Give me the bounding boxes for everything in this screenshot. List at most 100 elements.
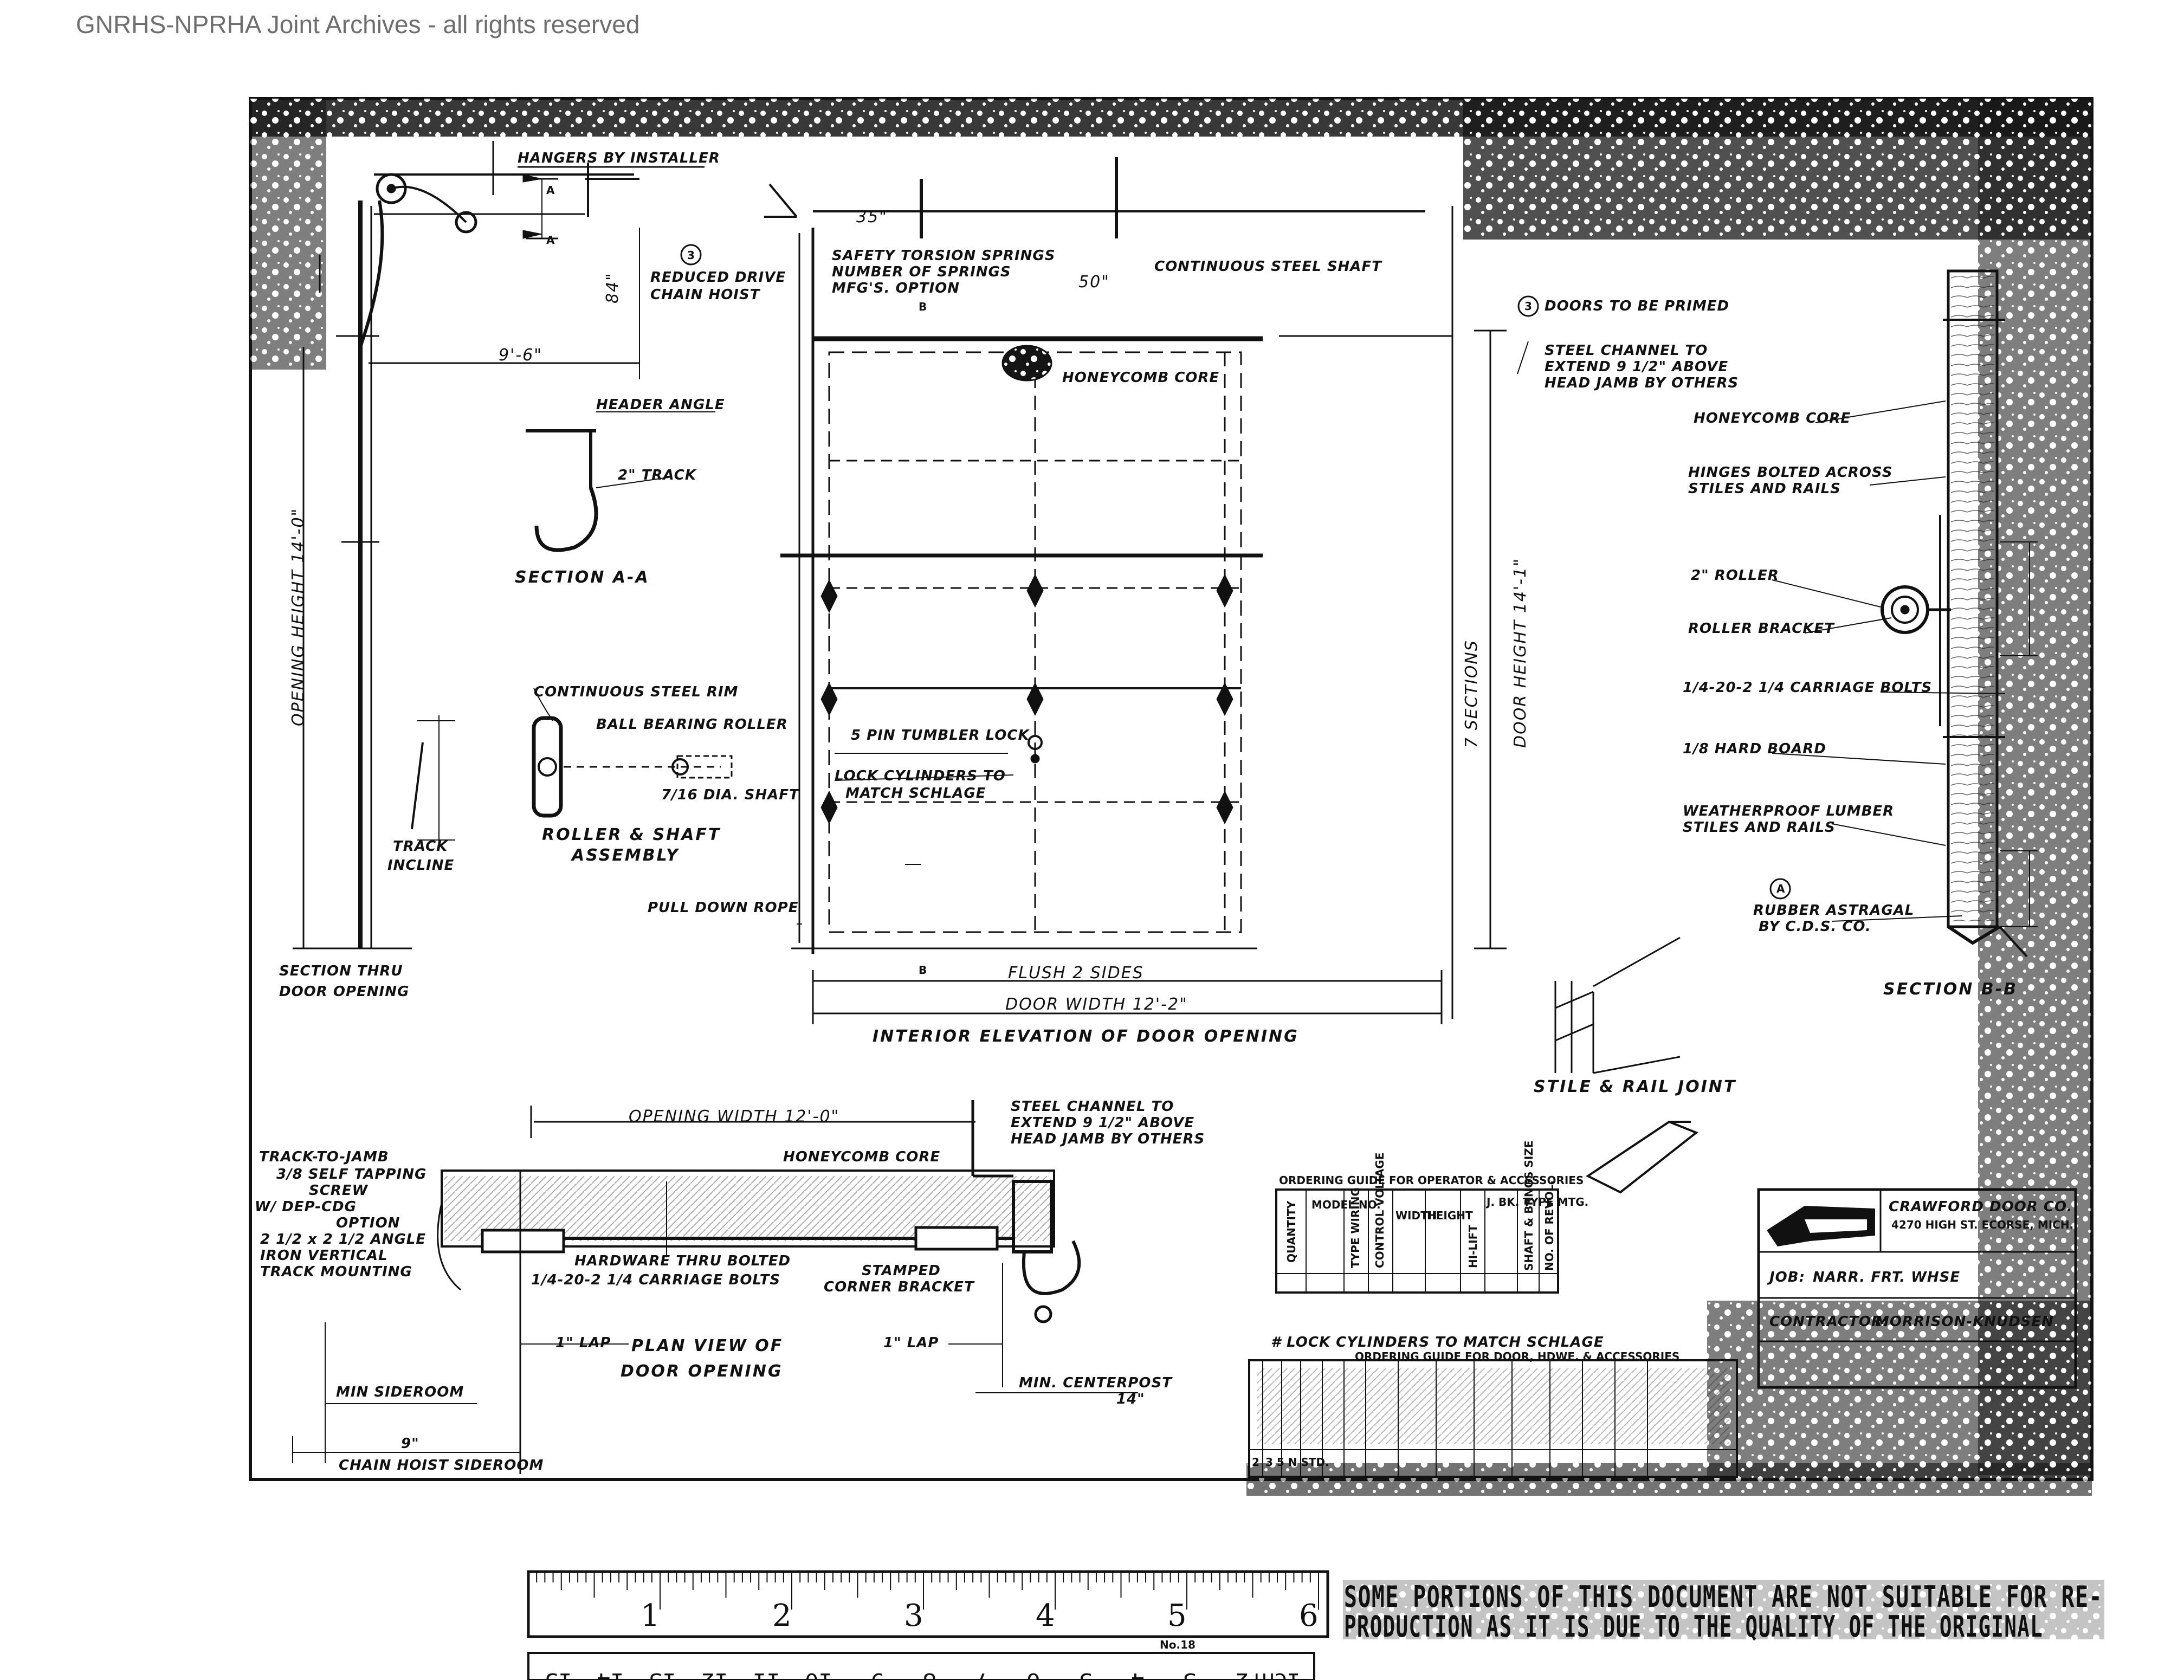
opening-height: OPENING HEIGHT 14'-0"	[289, 508, 308, 726]
op-col-height: HEIGHT	[1427, 1209, 1473, 1222]
stile-joint-title: STILE & RAIL JOINT	[1534, 1077, 1736, 1096]
dim-9-label: 9"	[401, 1436, 419, 1452]
steel-channel-label: STEEL CHANNEL TO	[1545, 343, 1708, 359]
plan-view-title-2: DOOR OPENING	[621, 1362, 783, 1381]
track-incline-label-2: INCLINE	[387, 857, 454, 874]
notice-box	[1343, 1580, 2104, 1639]
lumber-label: WEATHERPROOF LUMBER	[1683, 803, 1894, 819]
door-table-title: ORDERING GUIDE FOR DOOR, HDWE. & ACCESSO…	[1355, 1350, 1679, 1363]
ruler-cm-label: 5	[1079, 1668, 1093, 1680]
track-jamb-label-2: 3/8 SELF TAPPING	[276, 1166, 427, 1183]
op-col-width: WIDTH	[1395, 1209, 1437, 1222]
track-jamb-label-3: SCREW	[309, 1183, 369, 1199]
ruler-cm-scale: 1cm23456789101112131415	[545, 1668, 1301, 1680]
section-aa-detail	[526, 411, 715, 552]
op-col-model: MODEL NO.	[1311, 1198, 1381, 1211]
hardware-bolted-label: HARDWARE THRU BOLTED	[574, 1253, 791, 1269]
carriage-bolts-label: 1/4-20-2 1/4 CARRIAGE BOLTS	[1683, 680, 1932, 696]
springs-label: SAFETY TORSION SPRINGS	[832, 248, 1055, 264]
doors-primed-label: DOORS TO BE PRIMED	[1545, 298, 1729, 314]
notice-line-1: SOME PORTIONS OF THIS DOCUMENT ARE NOT S…	[1344, 1580, 2103, 1614]
hangers-label: HANGERS BY INSTALLER	[518, 150, 720, 166]
roller-assembly-title-2: ASSEMBLY	[571, 846, 680, 865]
archive-watermark: GNRHS-NPRHA Joint Archives - all rights …	[76, 10, 640, 38]
operator-table-title: ORDERING GUIDE FOR OPERATOR & ACCESSORIE…	[1279, 1174, 1584, 1187]
section-b-marker-2: B	[919, 964, 927, 977]
track-jamb-label: TRACK-TO-JAMB	[259, 1149, 389, 1165]
dim-35: 35"	[856, 208, 888, 227]
ruler-inch-3: 3	[904, 1598, 923, 1633]
section-bb-title: SECTION B-B	[1883, 980, 2018, 999]
pv-channel-label: STEEL CHANNEL TO	[1011, 1099, 1174, 1115]
lap-left-label: 1" LAP	[555, 1335, 611, 1351]
section-a-marker: A	[546, 184, 555, 197]
steel-channel-label-3: HEAD JAMB BY OTHERS	[1545, 375, 1739, 391]
hinges-label-2: STILES AND RAILS	[1688, 481, 1841, 497]
ruler-inch-1: 1	[641, 1598, 660, 1633]
door-ordering-table	[1248, 1359, 1738, 1478]
corner-bracket-label-2: CORNER BRACKET	[824, 1279, 975, 1295]
note-3-marker: 3	[687, 249, 695, 262]
op-col-shaft: SHAFT & BRNGS SIZE	[1522, 1141, 1535, 1271]
door-height-label: DOOR HEIGHT 14'-1"	[1511, 558, 1530, 748]
door-table-model: 3 5 N STD.	[1265, 1456, 1329, 1469]
hinges-label: HINGES BOLTED ACROSS	[1688, 464, 1892, 481]
ruler-cm-label: 9	[871, 1668, 884, 1680]
section-a-marker-2: A	[546, 234, 555, 247]
section-thru-door-opening	[293, 141, 640, 949]
door-width-label: DOOR WIDTH 12'-2"	[1005, 995, 1188, 1014]
ruler-cm-label: 2	[1235, 1668, 1249, 1680]
title-block	[1757, 1188, 2077, 1389]
ball-bearing-label: BALL BEARING ROLLER	[596, 716, 788, 733]
ruler-cm-label: 3	[1183, 1668, 1197, 1680]
tumbler-label: 5 PIN TUMBLER LOCK	[851, 727, 1030, 744]
ruler-cm-label: 11	[753, 1668, 780, 1680]
company-address: 4270 HIGH ST. ECORSE, MICH.	[1891, 1218, 2073, 1231]
hardboard-label: 1/8 HARD BOARD	[1683, 741, 1826, 757]
stain-marks	[250, 99, 2092, 1496]
door-table-qty: 2	[1252, 1456, 1259, 1469]
honeycomb-label: HONEYCOMB CORE	[1062, 370, 1219, 386]
dia-shaft-label: 7/16 DIA. SHAFT	[661, 787, 800, 803]
track-jamb-label-8: TRACK MOUNTING	[260, 1264, 412, 1280]
sections-label: 7 SECTIONS	[1462, 639, 1481, 748]
dim-96: 9'-6"	[499, 346, 542, 365]
plan-view	[292, 1100, 1138, 1474]
interior-elevation	[764, 157, 1507, 1024]
note-a-marker: A	[1776, 882, 1785, 895]
op-col-revol: NO. OF REVOL.	[1543, 1180, 1556, 1271]
lock-cyl-label: LOCK CYLINDERS TO	[835, 768, 1006, 784]
opening-width-label: OPENING WIDTH 12'-0"	[629, 1107, 839, 1126]
ruler-cm-label: 4	[1131, 1668, 1145, 1680]
min-sideroom-label: MIN SIDEROOM	[336, 1384, 464, 1400]
track-jamb-label-4: W/ DEP-CDG	[255, 1199, 357, 1215]
op-col-voltage: CONTROL VOLTAGE	[1373, 1153, 1386, 1268]
track-jamb-label-5: OPTION	[336, 1215, 400, 1231]
contractor-label: CONTRACTOR:	[1769, 1314, 1889, 1330]
notice-line-2: PRODUCTION AS IT IS DUE TO THE QUALITY O…	[1344, 1610, 2043, 1644]
contractor-value: MORRISON-KNUDSEN	[1875, 1314, 2054, 1330]
lock-cylinders-note: # LOCK CYLINDERS TO MATCH SCHLAGE	[1271, 1334, 1604, 1351]
drive-label: REDUCED DRIVE	[650, 269, 786, 286]
op-col-mtg: J. BK. TYPE MTG.	[1485, 1196, 1588, 1209]
ruler-cm-label: 1cm	[1254, 1668, 1301, 1680]
ruler-cm-label: 8	[923, 1668, 936, 1680]
pull-rope-label: PULL DOWN ROPE	[648, 900, 798, 916]
measuring-ruler	[527, 1570, 1329, 1680]
operator-ordering-table	[1275, 1188, 1559, 1294]
dim-84: 84"	[603, 272, 622, 303]
springs-label-2: NUMBER OF SPRINGS	[832, 264, 1011, 280]
ruler-cm-label: 13	[649, 1668, 676, 1680]
company-name: CRAWFORD DOOR CO.	[1889, 1199, 2072, 1215]
rubber-astragal-label-2: BY C.D.S. CO.	[1759, 919, 1871, 935]
flush-label: FLUSH 2 SIDES	[1008, 964, 1144, 983]
stile-rail-joint	[1554, 936, 1698, 1194]
ruler-inch-4: 4	[1036, 1598, 1055, 1633]
ruler-cm-label: 12	[701, 1668, 728, 1680]
ruler-inch-6: 6	[1299, 1598, 1319, 1633]
ruler-cm-label: 7	[975, 1668, 988, 1680]
shaft-label: CONTINUOUS STEEL SHAFT	[1154, 259, 1382, 275]
op-col-wiring: TYPE WIRING	[1349, 1187, 1362, 1268]
interior-elevation-title: INTERIOR ELEVATION OF DOOR OPENING	[873, 1027, 1299, 1046]
steel-channel-label-2: EXTEND 9 1/2" ABOVE	[1545, 359, 1728, 375]
